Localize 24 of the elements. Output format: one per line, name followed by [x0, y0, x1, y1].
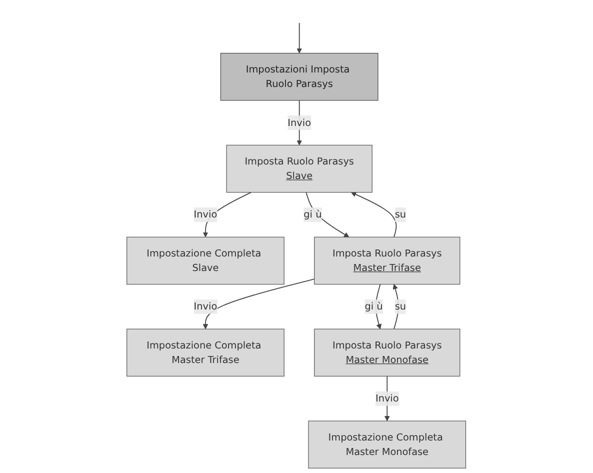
node-box: Impostazione Completa Slave: [126, 236, 285, 285]
arrow: [306, 192, 350, 238]
edge-label: Invio: [376, 392, 399, 404]
node-box: Imposta Ruolo Parasys Master Monofase: [314, 328, 460, 377]
arrow: [296, 22, 302, 54]
edge-label: su: [395, 208, 406, 220]
arrow: [203, 192, 252, 238]
arrow: [392, 284, 400, 330]
node-box: Imposta Ruolo Parasys Slave: [226, 144, 373, 193]
edge-label: gi ù: [304, 208, 322, 220]
arrow: [384, 376, 390, 422]
edge-label: Invio: [288, 116, 312, 128]
arrow: [376, 284, 382, 330]
node-box: Impostazione Completa Master Monofase: [308, 420, 466, 468]
arrow: [351, 192, 397, 238]
edge-label: gi ù: [364, 300, 383, 312]
arrow: [296, 100, 302, 146]
node-box: Impostazione Completa Master Trifase: [126, 328, 285, 377]
arrow: [203, 278, 315, 330]
edge-label: su: [395, 300, 406, 312]
edge-label: Invio: [194, 208, 218, 220]
node-box: Impostazioni Imposta Ruolo Parasys: [220, 52, 378, 101]
node-box: Imposta Ruolo Parasys Master Trifase: [314, 236, 460, 285]
edge-label: Invio: [194, 300, 218, 312]
